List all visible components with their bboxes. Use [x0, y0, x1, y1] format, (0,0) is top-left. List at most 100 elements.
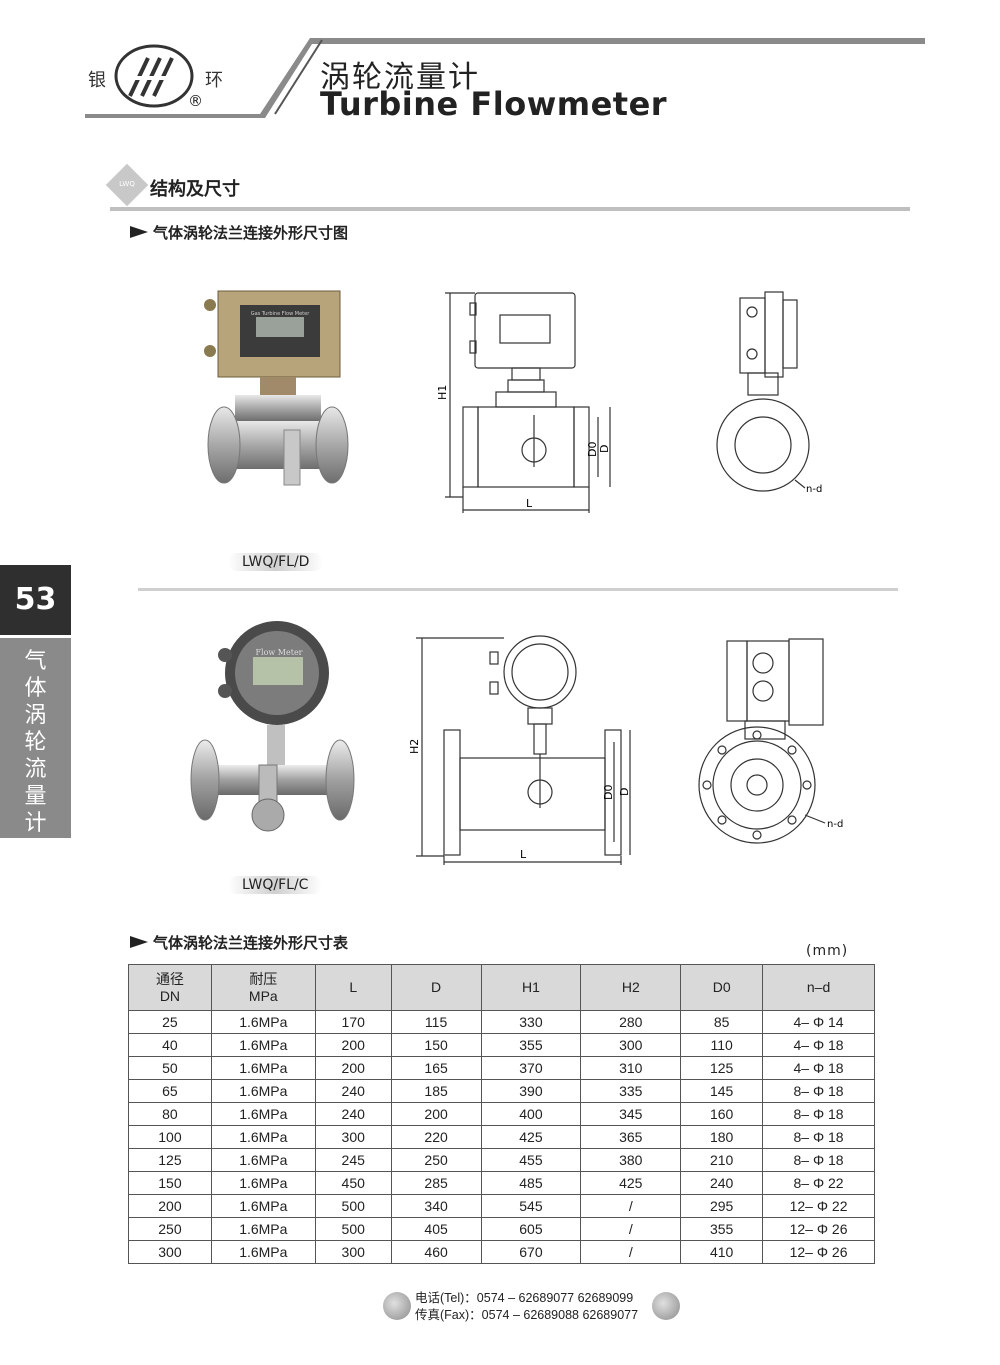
side-tab-category: 气 体 涡 轮 流 量 计	[0, 638, 71, 838]
cell-h1: 355	[480, 1033, 582, 1057]
cell-l: 240	[314, 1102, 392, 1126]
cell-h2: /	[580, 1240, 682, 1264]
header-frame	[85, 38, 925, 118]
cell-pressure: 1.6MPa	[210, 1033, 316, 1057]
device-display-text: Flow Meter	[255, 648, 302, 657]
cell-nd: 12– Φ 26	[762, 1240, 875, 1264]
cell-nd: 8– Φ 18	[762, 1079, 875, 1103]
arrow-icon	[130, 936, 148, 948]
cell-h1: 330	[480, 1010, 582, 1034]
model-label-lwq-fl-d: LWQ/FL/D	[228, 553, 324, 571]
cell-dn: 65	[128, 1079, 212, 1103]
cell-pressure: 1.6MPa	[210, 1194, 316, 1218]
model-label-lwq-fl-c: LWQ/FL/C	[228, 876, 323, 894]
cell-h2: 300	[580, 1033, 682, 1057]
cell-l: 450	[314, 1171, 392, 1195]
cell-dn: 80	[128, 1102, 212, 1126]
cell-pressure: 1.6MPa	[210, 1240, 316, 1264]
device-display-text: Gas Turbine Flow Meter	[251, 311, 310, 317]
brand-char-right: 环	[205, 70, 223, 91]
company-logo	[114, 44, 194, 108]
cell-dn: 200	[128, 1194, 212, 1218]
cell-pressure: 1.6MPa	[210, 1010, 316, 1034]
cell-pressure: 1.6MPa	[210, 1217, 316, 1241]
footer-circle-right	[652, 1292, 680, 1320]
cell-l: 200	[314, 1033, 392, 1057]
footer-tel: 电话(Tel)：0574 – 62689077 62689099	[415, 1291, 634, 1305]
cell-d: 220	[390, 1125, 482, 1149]
footer-circle-left	[383, 1292, 411, 1320]
cell-l: 200	[314, 1056, 392, 1080]
section-divider	[110, 207, 910, 211]
cell-h1: 370	[480, 1056, 582, 1080]
cell-d0: 85	[680, 1010, 764, 1034]
page-number: 53	[0, 565, 71, 635]
cell-h2: 425	[580, 1171, 682, 1195]
side-tab-char: 量	[24, 784, 47, 809]
dim-label-d: D	[618, 788, 631, 796]
section-icon-label: LWQ	[119, 180, 135, 188]
dim-label-d: D	[598, 445, 611, 453]
side-tab-char: 轮	[24, 730, 47, 755]
cell-h2: /	[580, 1217, 682, 1241]
header-h1: H1	[480, 964, 582, 1011]
cell-pressure: 1.6MPa	[210, 1125, 316, 1149]
cell-d0: 160	[680, 1102, 764, 1126]
model-separator	[138, 588, 898, 591]
table-section-title: 气体涡轮法兰连接外形尺寸表	[153, 934, 349, 952]
cell-d: 250	[390, 1148, 482, 1172]
cell-d0: 295	[680, 1194, 764, 1218]
cell-h2: 335	[580, 1079, 682, 1103]
side-tab-char: 计	[24, 811, 47, 836]
cell-nd: 12– Φ 22	[762, 1194, 875, 1218]
dim-label-h1: H1	[436, 385, 449, 400]
cell-h1: 670	[480, 1240, 582, 1264]
cell-nd: 8– Φ 18	[762, 1102, 875, 1126]
dim-label-d0: D0	[602, 785, 615, 800]
product-photo-lwq-fl-d: Gas Turbine Flow Meter	[204, 290, 349, 486]
cell-h1: 485	[480, 1171, 582, 1195]
cell-nd: 12– Φ 26	[762, 1217, 875, 1241]
cell-l: 300	[314, 1125, 392, 1149]
header-nd: n–d	[762, 964, 875, 1011]
cell-l: 245	[314, 1148, 392, 1172]
cell-d: 340	[390, 1194, 482, 1218]
cell-nd: 8– Φ 22	[762, 1171, 875, 1195]
cell-l: 500	[314, 1194, 392, 1218]
cell-dn: 300	[128, 1240, 212, 1264]
cell-d: 185	[390, 1079, 482, 1103]
cell-d0: 125	[680, 1056, 764, 1080]
cell-pressure: 1.6MPa	[210, 1079, 316, 1103]
cell-h1: 605	[480, 1217, 582, 1241]
section-title: 结构及尺寸	[150, 179, 240, 200]
cell-pressure: 1.6MPa	[210, 1148, 316, 1172]
header-d0: D0	[680, 964, 764, 1011]
cell-nd: 4– Φ 18	[762, 1056, 875, 1080]
cell-nd: 8– Φ 18	[762, 1148, 875, 1172]
cell-d: 200	[390, 1102, 482, 1126]
cell-l: 300	[314, 1240, 392, 1264]
cell-h1: 390	[480, 1079, 582, 1103]
cell-d0: 145	[680, 1079, 764, 1103]
front-view-drawing-c: H2 L D0 D	[408, 635, 631, 865]
registered-mark: ®	[188, 92, 203, 110]
front-view-drawing-d: H1 L D0 D	[436, 292, 611, 513]
side-tab-char: 气	[24, 649, 47, 674]
cell-h1: 545	[480, 1194, 582, 1218]
cell-l: 500	[314, 1217, 392, 1241]
drawing-section-title: 气体涡轮法兰连接外形尺寸图	[153, 224, 349, 242]
cell-h2: 380	[580, 1148, 682, 1172]
side-tab-char: 涡	[24, 703, 47, 728]
cell-d0: 355	[680, 1217, 764, 1241]
arrow-icon	[130, 226, 148, 238]
page-title-cn: 涡轮流量计	[320, 60, 480, 95]
cell-d0: 210	[680, 1148, 764, 1172]
